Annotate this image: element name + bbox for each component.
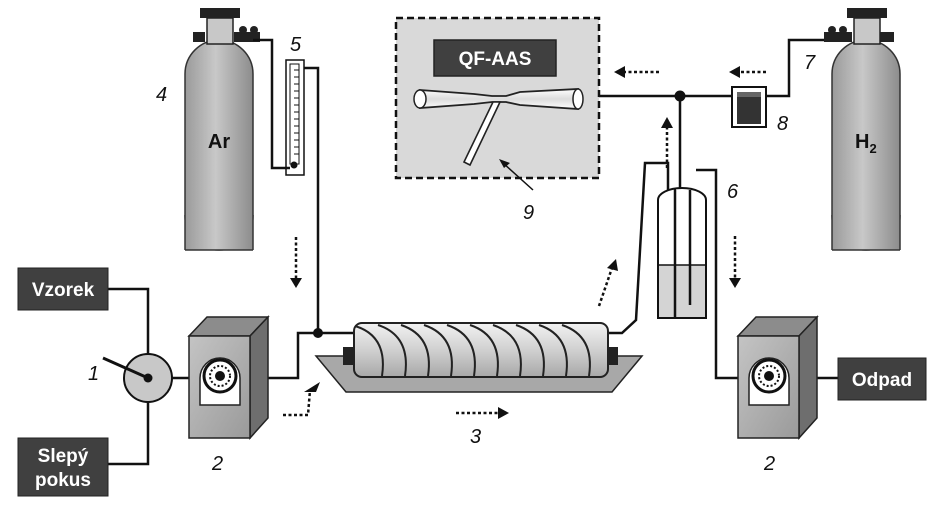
hydrogen-flow-controller <box>731 86 767 128</box>
number-flow-controller: 8 <box>777 113 788 135</box>
peristaltic-pump-right <box>736 315 819 440</box>
arrow-up-gas <box>661 117 673 128</box>
number-valve: 1 <box>88 363 99 385</box>
arrow-down-argon <box>290 278 302 288</box>
blank-label-line2: pokus <box>35 470 91 491</box>
atomizer-pointer <box>502 162 534 191</box>
arrow-into-reactor <box>304 382 320 392</box>
quartz-tube-atomizer <box>413 88 584 167</box>
atomizer-panel: QF-AAS <box>394 16 601 191</box>
component-numbers: 1 2 3 4 5 6 7 8 9 2 <box>88 34 816 475</box>
flow-arrows <box>283 66 766 419</box>
gas-lines <box>253 38 824 338</box>
qf-aas-label: QF-AAS <box>459 49 532 70</box>
number-pump-right: 2 <box>763 453 775 475</box>
number-argon-cylinder: 4 <box>156 84 167 106</box>
waste-box: Odpad <box>837 357 927 401</box>
sample-box: Vzorek <box>17 267 109 311</box>
number-hydrogen-cylinder: 7 <box>804 52 816 74</box>
peristaltic-pump-left <box>187 315 270 440</box>
injection-valve <box>102 353 173 403</box>
blank-box: Slepý pokus <box>17 437 109 497</box>
blank-label-line1: Slepý <box>38 446 89 467</box>
arrow-left-hydrogen <box>729 66 740 78</box>
number-pump-left: 2 <box>211 453 223 475</box>
sample-label: Vzorek <box>32 280 95 301</box>
hydrogen-label: H2 <box>855 131 877 156</box>
hydrogen-cylinder: H2 <box>824 8 901 251</box>
number-separator: 6 <box>727 181 739 203</box>
arrow-up-to-separator <box>607 259 618 271</box>
arrow-down-waste <box>729 278 741 288</box>
arrow-left-to-atomizer <box>614 66 625 78</box>
qf-aas-label-box <box>433 39 557 77</box>
number-flowmeter: 5 <box>290 34 302 56</box>
arrow-right-reactor <box>498 407 509 419</box>
number-reactor: 3 <box>470 426 481 448</box>
reactor-coil <box>314 322 644 393</box>
flowmeter <box>285 59 305 176</box>
waste-label: Odpad <box>852 370 912 391</box>
argon-cylinder: Ar <box>184 8 260 251</box>
number-atomizer: 9 <box>523 202 534 224</box>
gas-liquid-separator <box>657 187 707 319</box>
argon-label: Ar <box>208 131 230 153</box>
